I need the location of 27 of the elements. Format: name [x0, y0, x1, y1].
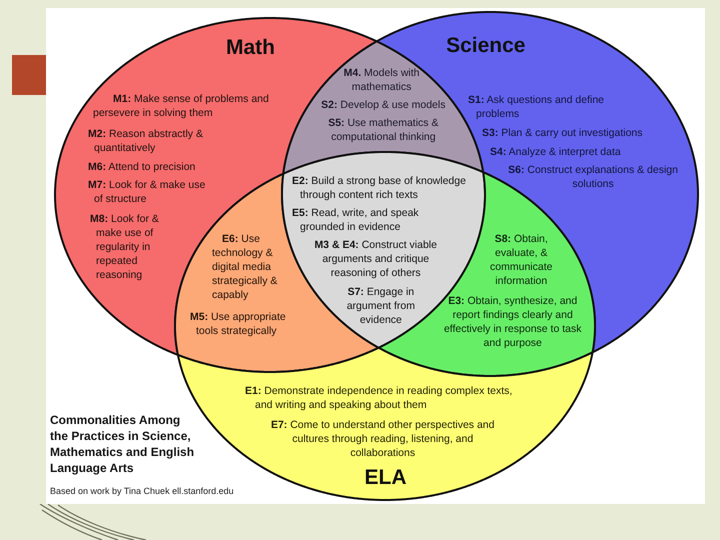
- practice-text: S1: Ask questions and define problems: [468, 93, 606, 121]
- practice-text: S8: Obtain, evaluate, & communicate information: [489, 232, 554, 288]
- practice-text: E3: Obtain, synthesize, and report findings clearly and effectively in response to task and purpose: [443, 294, 582, 350]
- circle-heading: Math: [226, 36, 276, 60]
- practice-text: E1: Demonstrate independence in reading complex texts, and writing and speaking about them: [245, 384, 514, 412]
- circle-heading: ELA: [364, 466, 407, 490]
- practice-text: M4. Models with mathematics: [343, 66, 420, 94]
- practice-text: M5: Use appropriate tools strategically: [190, 310, 287, 338]
- circle-heading: Science: [445, 34, 526, 58]
- practice-text: S6: Construct explanations & design solutions: [508, 163, 679, 191]
- practice-text: S2: Develop & use models: [320, 98, 446, 112]
- diagram-title: Commonalities Among the Practices in Science, Mathematics and English Language Arts: [50, 412, 196, 476]
- practice-text: S3: Plan & carry out investigations: [482, 126, 644, 140]
- practice-text: M3 & E4: Construct viable arguments and critique reasoning of others: [314, 238, 438, 280]
- practice-text: M2: Reason abstractly & quantitatively: [88, 127, 204, 155]
- source-note: Based on work by Tina Chuek ell.stanford.edu: [50, 486, 235, 497]
- practice-text: S5: Use mathematics & computational thinking: [327, 116, 440, 144]
- practice-text: M8: Look for & make use of regularity in repeated reasoning: [90, 212, 160, 282]
- practice-text: M6: Attend to precision: [88, 160, 196, 174]
- practice-text: E5: Read, write, and speak grounded in evidence: [292, 206, 420, 234]
- practice-text: S4: Analyze & interpret data: [490, 145, 622, 159]
- practice-text: E7: Come to understand other perspectives and cultures through reading, listening, and collaborations: [270, 418, 496, 460]
- practice-text: M7: Look for & make use of structure: [88, 178, 206, 206]
- practice-text: E6: Use technology & digital media strategically & capably: [212, 232, 278, 302]
- practice-text: M1: Make sense of problems and persevere in solving them: [93, 92, 270, 120]
- practice-text: E2: Build a strong base of knowledge through content rich texts: [292, 174, 467, 202]
- practice-text: S7: Engage in argument from evidence: [346, 285, 416, 327]
